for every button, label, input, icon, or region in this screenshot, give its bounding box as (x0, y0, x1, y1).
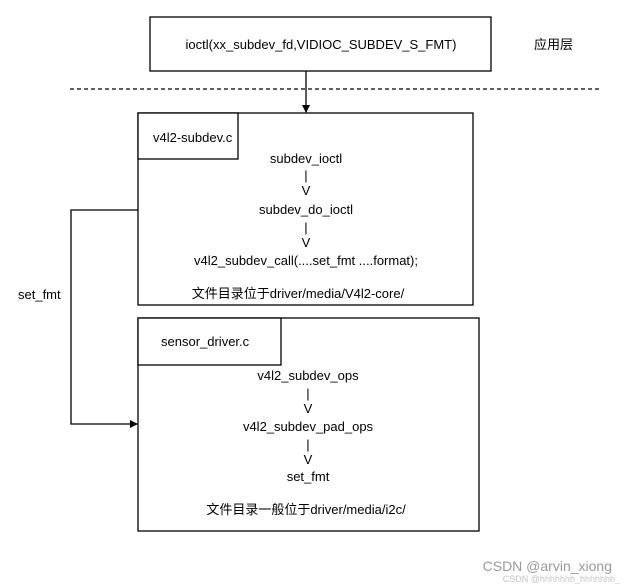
flow-bar: | (306, 386, 310, 401)
v4l2-subdev-file-tab (137, 112, 239, 160)
flow-bar: | (306, 437, 310, 452)
v4l2-subdev-filename: v4l2-subdev.c (153, 130, 233, 145)
v4l2-core-dir-note: 文件目录位于driver/media/V4l2-core/ (191, 286, 405, 301)
ioctl-call-text: ioctl(xx_subdev_fd,VIDIOC_SUBDEV_S_FMT) (185, 37, 457, 52)
v4l2-subdev-ops-text: v4l2_subdev_ops (257, 368, 359, 383)
flow-arrow-v: V (303, 452, 313, 467)
csdn-watermark: CSDN @arvin_xiong (482, 558, 612, 574)
flow-bar: | (304, 220, 308, 235)
v4l2-subdev-call-text: v4l2_subdev_call(....set_fmt ....format)… (194, 253, 418, 268)
flow-bar: | (304, 168, 308, 183)
set-fmt-connector (70, 209, 138, 428)
i2c-dir-note: 文件目录一般位于driver/media/i2c/ (206, 502, 406, 517)
app-layer-box (149, 16, 492, 72)
v4l2-subdev-pad-ops-text: v4l2_subdev_pad_ops (242, 419, 374, 434)
subdev-do-ioctl-text: subdev_do_ioctl (259, 202, 353, 217)
subdev-ioctl-text: subdev_ioctl (269, 151, 343, 166)
sensor-driver-file-tab (137, 317, 282, 366)
csdn-watermark-sub: CSDN @hhhhhhh_hhhhhhh_ (502, 574, 620, 584)
set-fmt-side-label: set_fmt (18, 287, 61, 302)
application-layer-label: 应用层 (534, 37, 574, 52)
sensor-driver-filename: sensor_driver.c (161, 334, 250, 349)
flow-arrow-v: V (301, 183, 311, 198)
flow-arrow-v: V (303, 401, 313, 416)
set-fmt-text: set_fmt (286, 469, 330, 484)
flow-arrow-v: V (301, 235, 311, 250)
